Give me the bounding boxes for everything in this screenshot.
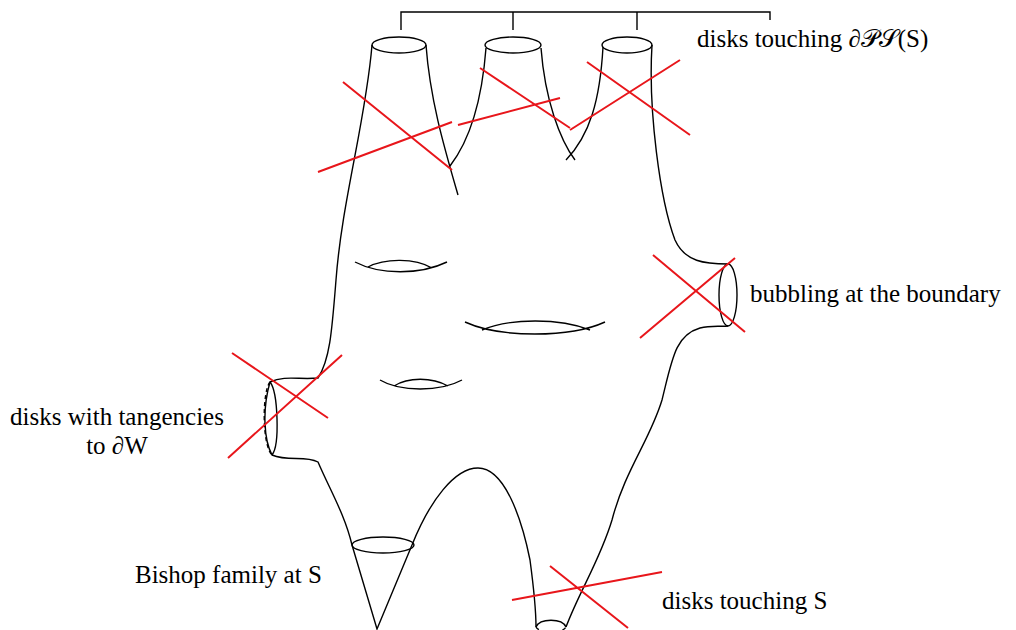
tube-side	[541, 48, 575, 160]
tube-side	[566, 47, 603, 160]
red-cross	[318, 82, 452, 172]
annotation-label: disks touching S	[662, 586, 827, 615]
surface-outline	[566, 326, 728, 627]
red-cross	[640, 255, 745, 338]
bishop-cone	[352, 545, 412, 629]
handle	[380, 379, 462, 389]
tube-end	[536, 620, 566, 627]
annotation-label: bubbling at the boundary	[750, 279, 1001, 308]
tube-side	[426, 45, 458, 195]
red-cross	[228, 353, 342, 458]
tube-end	[372, 37, 426, 53]
red-cross	[570, 60, 690, 135]
surface-outline	[412, 468, 536, 627]
red-cross	[512, 566, 662, 628]
surface-outline	[265, 45, 372, 545]
handle	[355, 260, 447, 271]
tube-end	[485, 37, 541, 53]
tube-end	[536, 627, 566, 630]
tube-end	[602, 37, 652, 53]
tube-side	[450, 48, 486, 166]
surface-outline	[651, 45, 728, 264]
annotation-label: Bishop family at S	[135, 560, 322, 589]
annotation-label: disks touching ∂𝒫𝒮(S)	[697, 24, 928, 53]
bishop-ellipse	[352, 537, 414, 553]
red-cross	[458, 68, 570, 128]
annotation-label: disks with tangencies to ∂W	[4, 402, 230, 460]
handle	[465, 321, 605, 334]
